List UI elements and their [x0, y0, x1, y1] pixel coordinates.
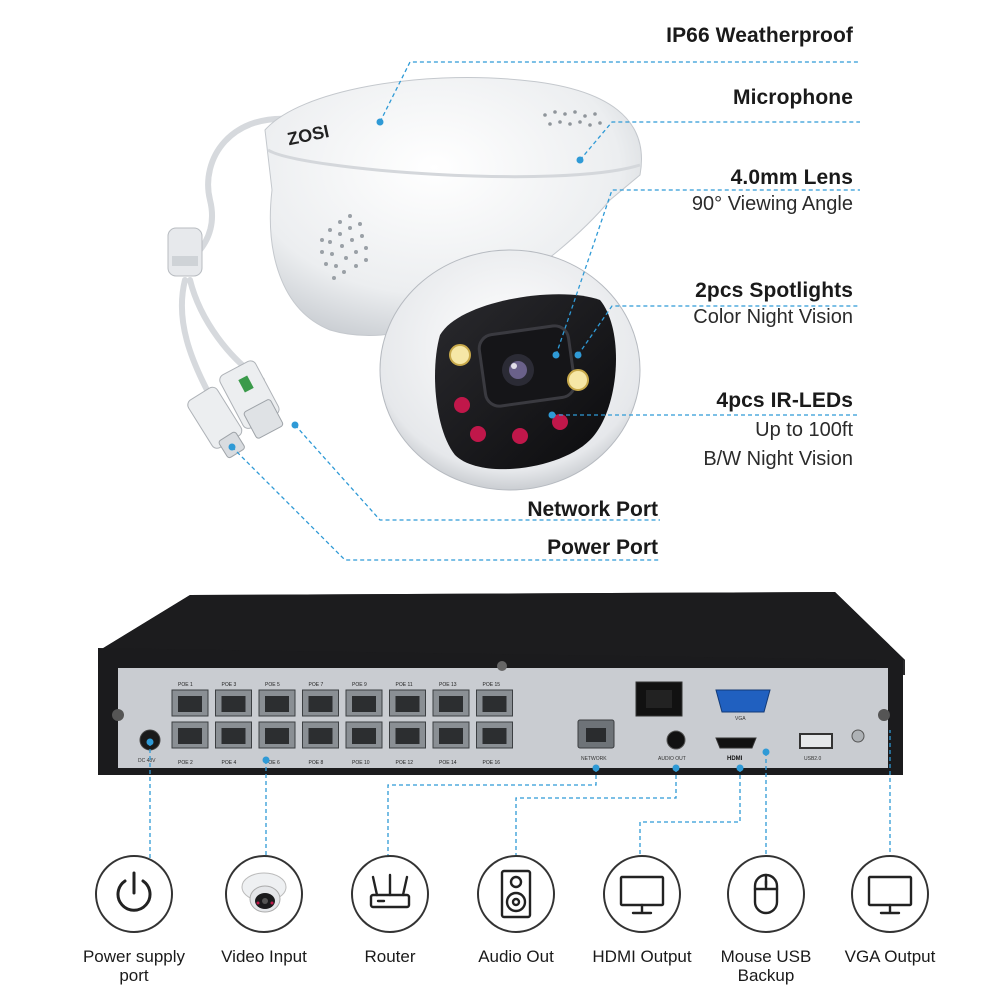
- poe-port-label: POE 8: [309, 760, 324, 766]
- ir-leds: [454, 397, 568, 444]
- power-port-label: Power Port: [547, 536, 658, 559]
- monitor-icon: [851, 855, 929, 933]
- feature-subtitle-2: B/W Night Vision: [703, 448, 853, 470]
- feature-ir-leds: 4pcs IR-LEDs Up to 100ft B/W Night Visio…: [703, 389, 853, 474]
- network-port-label: Network Port: [527, 498, 658, 521]
- camera-callout-lines: [231, 61, 860, 561]
- connection-label: Power supply port: [82, 947, 186, 985]
- mouse-icon: [727, 855, 805, 933]
- feature-title: IP66 Weatherproof: [666, 24, 853, 47]
- connection-vga-output: VGA Output: [832, 855, 948, 966]
- hdmi-port: [715, 737, 757, 749]
- poe-port-label: POE 10: [352, 760, 370, 766]
- router-icon: [351, 855, 429, 933]
- feature-title: 4pcs IR-LEDs: [716, 389, 853, 412]
- cable-connectors: [167, 227, 284, 459]
- poe-port-label: POE 7: [309, 682, 324, 688]
- poe-port-socket: [482, 696, 507, 712]
- poe-port-label: POE 3: [222, 682, 237, 688]
- camera-dome: [264, 76, 642, 336]
- audio-out-jack: [666, 730, 686, 750]
- camera-icon: [225, 855, 303, 933]
- hdmi-label: HDMI: [727, 756, 743, 762]
- connection-audio-out: Audio Out: [458, 855, 574, 966]
- poe-port-label: POE 9: [352, 682, 367, 688]
- feature-subtitle: Color Night Vision: [693, 306, 853, 328]
- poe-port-socket: [265, 696, 289, 712]
- power-icon: [95, 855, 173, 933]
- poe-port-label: POE 14: [439, 760, 457, 766]
- connection-mouse-usb: Mouse USB Backup: [708, 855, 824, 985]
- audio-label: AUDIO OUT: [658, 756, 686, 762]
- poe-port-socket: [178, 696, 202, 712]
- monitor-icon: [603, 855, 681, 933]
- feature-subtitle: 90° Viewing Angle: [691, 193, 853, 215]
- connection-label: Mouse USB Backup: [720, 947, 812, 985]
- poe-port-label: POE 6: [265, 760, 280, 766]
- poe-ports: POE 1 POE 3 POE 5 POE 7 POE 9 POE 11 POE 13 POE…: [171, 682, 513, 766]
- poe-port-socket: [482, 728, 507, 744]
- poe-port-socket: [352, 728, 376, 744]
- poe-port-socket: [395, 696, 420, 712]
- poe-port-socket: [439, 696, 463, 712]
- poe-port-label: POE 13: [439, 682, 457, 688]
- poe-port-label: POE 1: [178, 682, 193, 688]
- connection-label: HDMI Output: [592, 947, 692, 966]
- feature-subtitle: Up to 100ft: [755, 419, 853, 441]
- poe-port-label: POE 16: [483, 760, 501, 766]
- feature-lens: 4.0mm Lens 90° Viewing Angle: [692, 166, 853, 219]
- connection-label: Audio Out: [478, 947, 554, 966]
- side-speaker-grill: [320, 214, 368, 280]
- poe-port-label: POE 12: [396, 760, 414, 766]
- feature-title: Microphone: [733, 86, 853, 109]
- poe-port-label: POE 2: [178, 760, 193, 766]
- network-label: NETWORK: [581, 756, 607, 762]
- vga-port: [715, 689, 771, 713]
- microphone-holes: [543, 110, 602, 127]
- poe-port-socket: [352, 696, 376, 712]
- poe-port-socket: [178, 728, 202, 744]
- connection-video-input: Video Input: [206, 855, 322, 966]
- camera-illustration: ZOSI: [167, 61, 860, 561]
- poe-port-socket: [308, 728, 333, 744]
- poe-port-socket: [265, 728, 289, 744]
- connection-label: Video Input: [221, 947, 307, 966]
- feature-weatherproof: IP66 Weatherproof: [666, 24, 853, 48]
- poe-port-label: POE 15: [483, 682, 501, 688]
- poe-port-socket: [221, 696, 246, 712]
- connection-hdmi-output: HDMI Output: [584, 855, 700, 966]
- poe-port-label: POE 11: [396, 682, 413, 688]
- usb-label: USB2.0: [804, 756, 821, 762]
- feature-microphone: Microphone: [733, 86, 853, 110]
- poe-port-label: POE 5: [265, 682, 280, 688]
- usb-port: [799, 733, 833, 749]
- connection-power: Power supply port: [76, 855, 192, 985]
- feature-spotlights: 2pcs Spotlights Color Night Vision: [693, 279, 853, 332]
- connection-lines: [146, 730, 891, 865]
- poe-port-socket: [221, 728, 246, 744]
- speaker-icon: [477, 855, 555, 933]
- spotlight-right: [567, 369, 589, 391]
- feature-title: 4.0mm Lens: [730, 166, 853, 189]
- poe-port-label: POE 4: [222, 760, 237, 766]
- vga-label: VGA: [735, 716, 746, 722]
- poe-port-socket: [439, 728, 463, 744]
- poe-port-socket: [308, 696, 333, 712]
- connection-label: Router: [364, 947, 416, 966]
- poe-port-socket: [395, 728, 420, 744]
- feature-title: 2pcs Spotlights: [695, 279, 853, 302]
- spotlight-left: [449, 344, 471, 366]
- connection-router: Router: [332, 855, 448, 966]
- nvr-back-panel: [118, 668, 888, 768]
- connection-label: VGA Output: [844, 947, 936, 966]
- dc-label: DC 48V: [138, 758, 156, 764]
